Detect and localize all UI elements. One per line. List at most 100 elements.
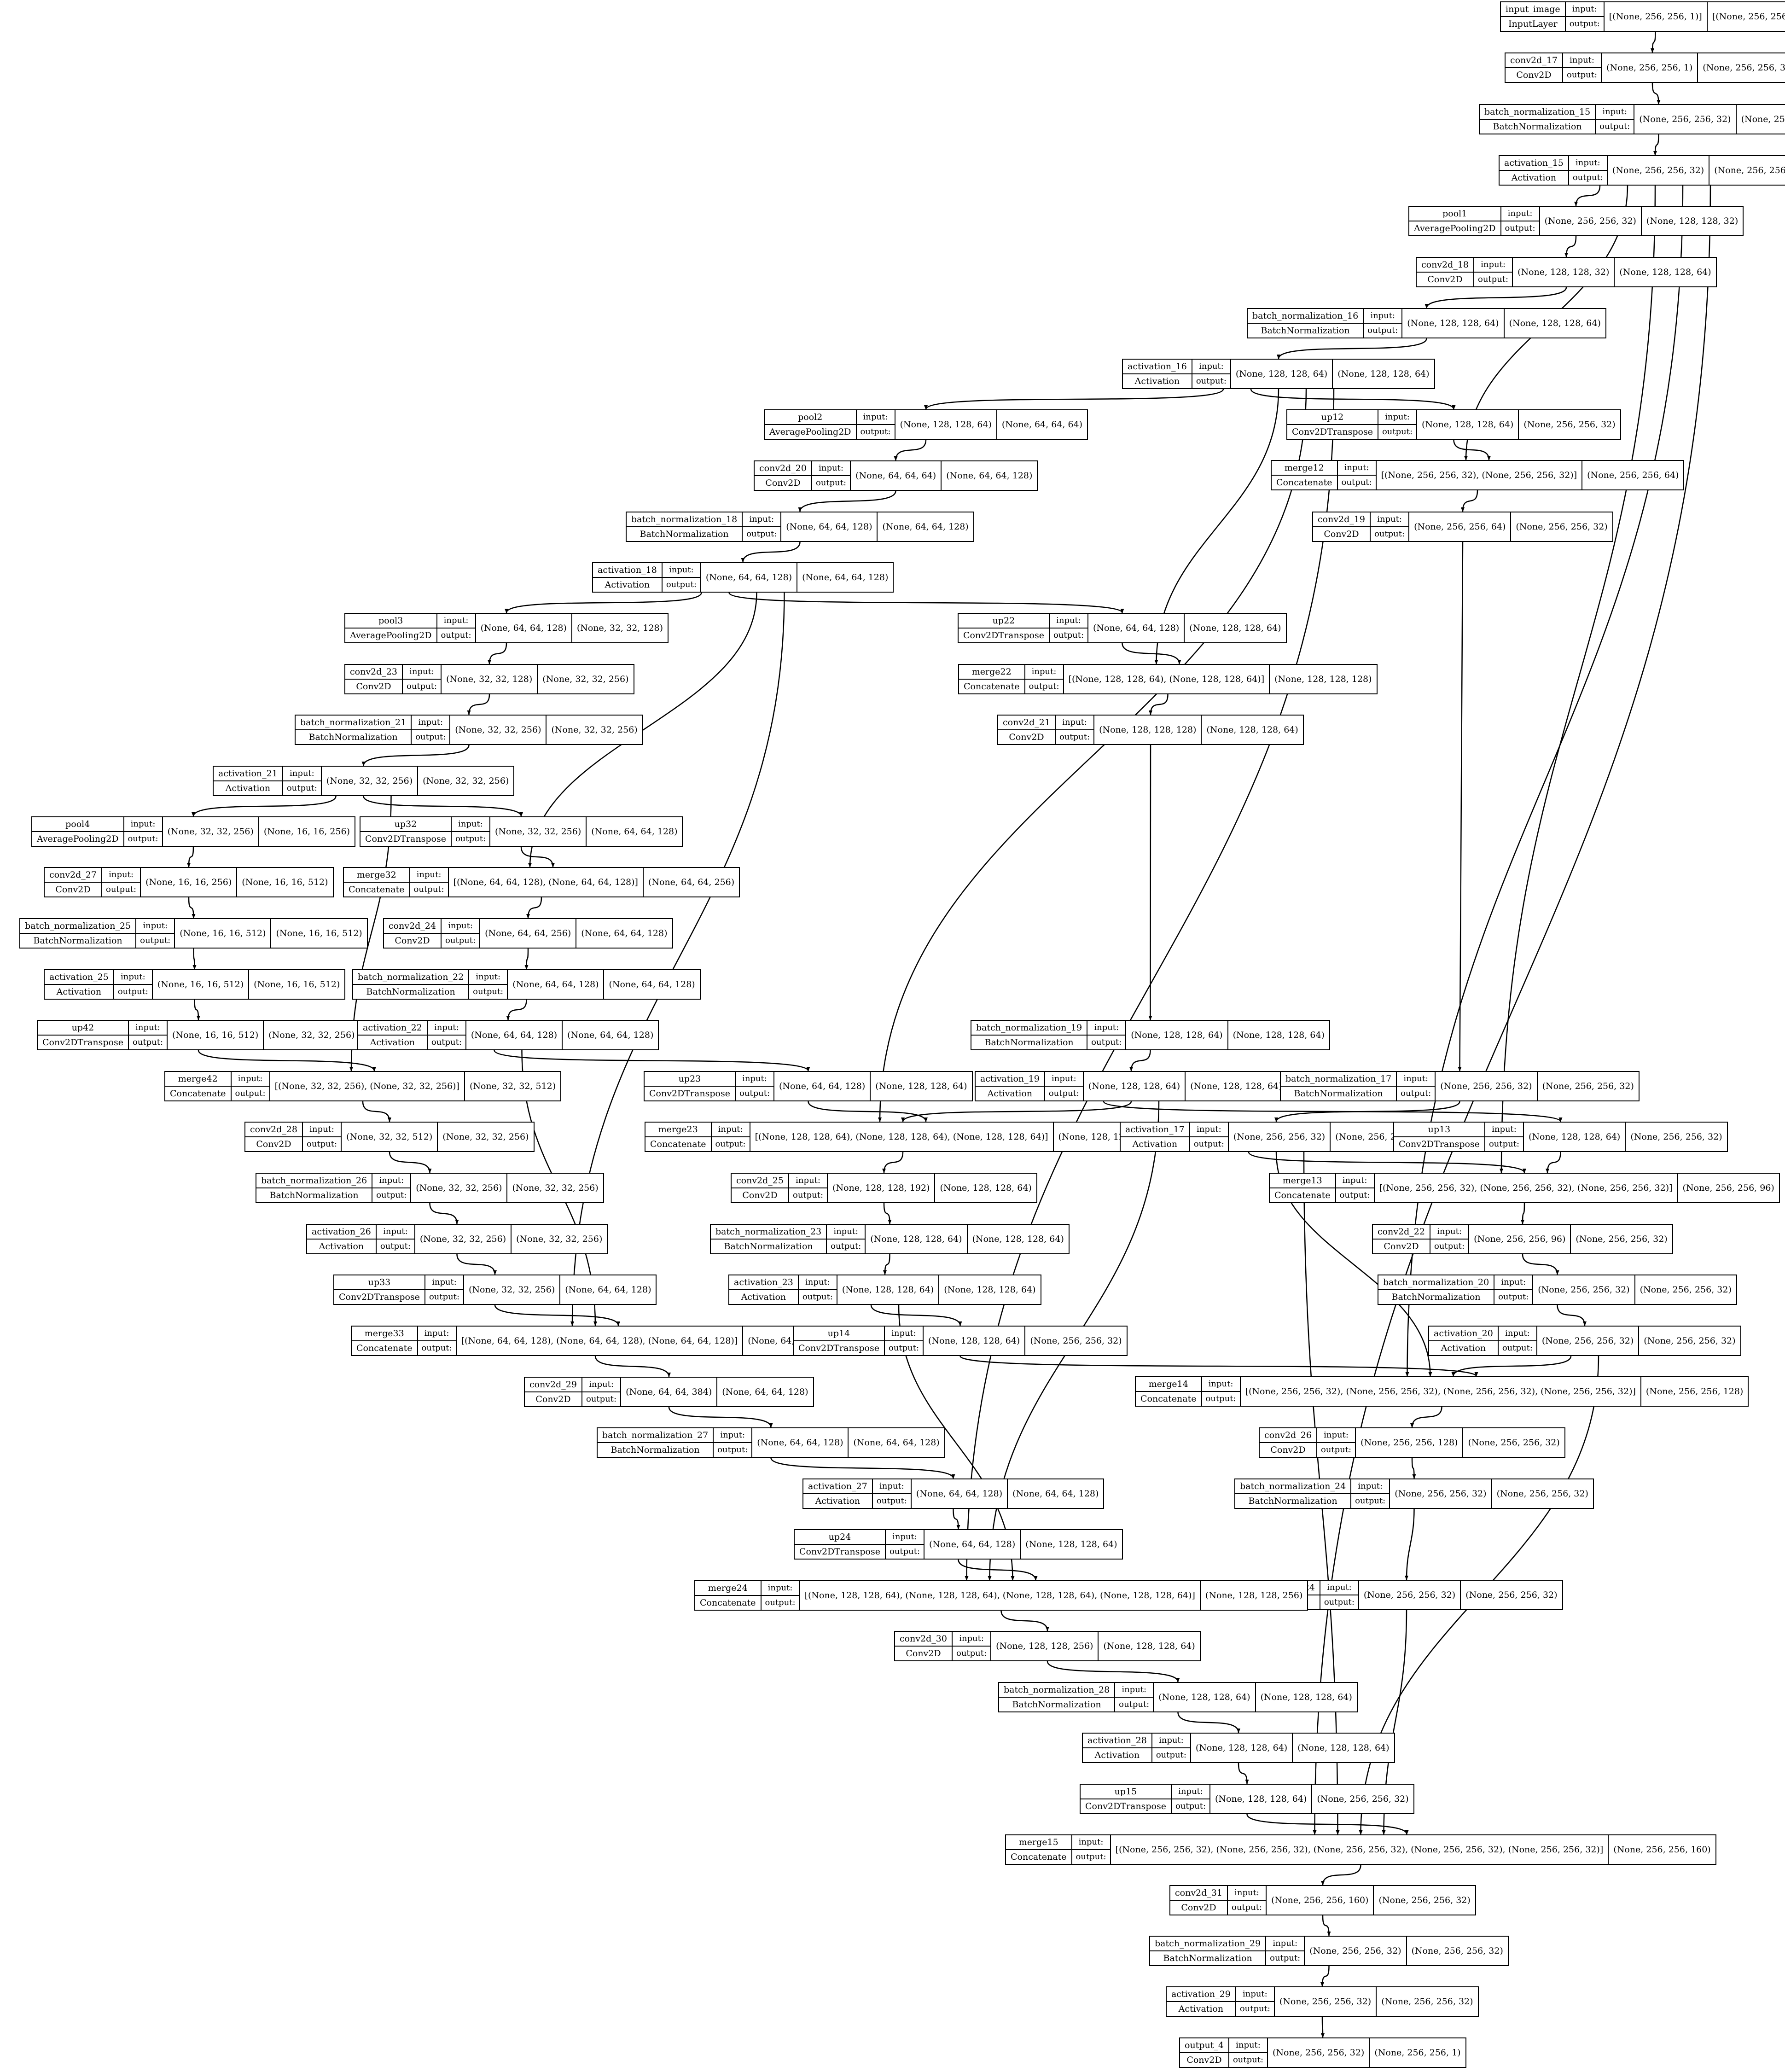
layer-type: Concatenate	[645, 1136, 712, 1152]
input-label: input:	[1114, 1682, 1154, 1698]
input-label: input:	[1319, 1580, 1359, 1595]
input-shape: (None, 64, 64, 128)	[773, 1071, 871, 1101]
output-shape: (None, 64, 64, 128)	[1007, 1478, 1105, 1509]
output-shape: (None, 64, 64, 256)	[642, 867, 740, 897]
edge-activation-27-to-up24	[953, 1508, 960, 1530]
input-label: input:	[1201, 1376, 1241, 1392]
layer-type: Conv2DTranspose	[644, 1086, 736, 1101]
edge-activation-17-to-merge13	[1248, 1152, 1526, 1173]
input-shape: (None, 64, 64, 256)	[479, 918, 577, 949]
layer-name: up13	[1393, 1122, 1485, 1137]
output-shape: (None, 16, 16, 512)	[270, 918, 368, 949]
output-label: output:	[734, 1086, 775, 1101]
input-shape: [(None, 256, 256, 1)]	[1603, 1, 1708, 32]
input-shape: (None, 128, 128, 64)	[1153, 1682, 1256, 1712]
output-shape: (None, 128, 128, 32)	[1640, 206, 1744, 236]
output-label: output:	[1235, 2001, 1275, 2017]
edge-activation-15-to-merge15	[1313, 185, 1711, 1835]
input-label: input:	[409, 867, 449, 883]
layer-type: BatchNormalization	[625, 526, 743, 542]
output-label: output:	[1363, 323, 1403, 338]
input-shape: (None, 32, 32, 512)	[341, 1122, 438, 1152]
edge-activation-23-to-up14	[870, 1304, 962, 1326]
layer-type: BatchNormalization	[998, 1697, 1116, 1712]
edge-batch-normalization-24-to-activation-24	[1405, 1508, 1415, 1580]
input-shape: (None, 256, 256, 160)	[1266, 1885, 1374, 1915]
edge-merge32-to-conv2d-24	[526, 897, 542, 919]
input-label: input:	[372, 1173, 412, 1188]
edge-activation-18-to-up22	[728, 592, 1124, 613]
edge-conv2d-28-to-batch-normalization-26	[389, 1152, 432, 1173]
layer-name: pool4	[31, 816, 124, 832]
layer-name: merge42	[164, 1071, 232, 1087]
input-shape: (None, 128, 128, 64)	[836, 1275, 940, 1305]
edge-pool1-to-conv2d-18	[1564, 236, 1577, 257]
output-shape: (None, 128, 128, 64)	[1614, 257, 1717, 287]
edge-merge14-to-conv2d-26	[1410, 1406, 1442, 1428]
input-label: input:	[1265, 1936, 1305, 1951]
output-shape: (None, 64, 64, 64)	[996, 409, 1088, 440]
layer-name: merge24	[694, 1580, 762, 1596]
edge-input-image-to-conv2d-17	[1651, 31, 1656, 53]
edge-activation-22-to-up23	[494, 1050, 810, 1071]
input-shape: (None, 128, 128, 128)	[1093, 715, 1202, 745]
output-shape: (None, 128, 128, 64)	[1020, 1529, 1123, 1560]
input-label: input:	[1024, 664, 1064, 680]
layer-type: Activation	[975, 1086, 1045, 1101]
edge-conv2d-29-to-batch-normalization-27	[668, 1407, 773, 1428]
output-shape: (None, 256, 256, 32)	[1491, 1478, 1594, 1509]
output-shape: (None, 256, 256, 32)	[1709, 155, 1785, 186]
edge-pool4-to-conv2d-27	[187, 846, 194, 867]
input-shape: [(None, 64, 64, 128), (None, 64, 64, 128…	[448, 867, 644, 897]
output-label: output:	[302, 1136, 342, 1152]
input-label: input:	[1191, 359, 1231, 374]
layer-type: Conv2DTranspose	[37, 1035, 129, 1050]
output-shape: (None, 32, 32, 256)	[546, 715, 643, 745]
input-shape: (None, 256, 256, 32)	[1606, 155, 1710, 186]
edge-conv2d-23-to-batch-normalization-21	[467, 694, 490, 715]
input-label: input:	[1044, 1071, 1084, 1087]
layer-type: Concatenate	[1271, 475, 1338, 490]
layer-name: pool1	[1408, 206, 1501, 221]
layer-type: BatchNormalization	[596, 1442, 714, 1458]
layer-name: up12	[1286, 409, 1378, 425]
layer-type: Conv2D	[894, 1646, 953, 1661]
output-shape: (None, 256, 256, 32)	[1638, 1326, 1741, 1356]
layer-type: Conv2DTranspose	[333, 1289, 425, 1305]
edge-batch-normalization-18-to-activation-18	[741, 541, 801, 563]
input-label: input:	[1562, 52, 1602, 68]
output-label: output:	[1189, 1136, 1229, 1152]
edge-activation-28-to-up15	[1238, 1763, 1249, 1784]
output-shape: (None, 256, 256, 32)	[1024, 1326, 1128, 1356]
edge-up23-to-merge23	[808, 1101, 928, 1122]
input-shape: (None, 256, 256, 1)	[1601, 52, 1698, 83]
output-label: output:	[101, 882, 141, 897]
edge-merge12-to-conv2d-19	[1461, 490, 1478, 512]
output-shape: (None, 32, 32, 256)	[537, 664, 634, 694]
input-label: input:	[1337, 460, 1377, 476]
layer-type: Concatenate	[164, 1086, 232, 1101]
output-shape: (None, 128, 128, 64)	[1292, 1733, 1395, 1763]
output-shape: (None, 32, 32, 256)	[417, 766, 515, 796]
layer-type: Conv2D	[754, 475, 812, 491]
output-label: output:	[1335, 1187, 1375, 1203]
output-label: output:	[1337, 475, 1377, 490]
output-shape: (None, 128, 128, 64)	[1098, 1631, 1201, 1661]
edge-merge22-to-conv2d-21	[1149, 694, 1169, 715]
input-shape: (None, 256, 256, 32)	[1358, 1580, 1461, 1610]
layer-name: merge13	[1269, 1173, 1336, 1188]
